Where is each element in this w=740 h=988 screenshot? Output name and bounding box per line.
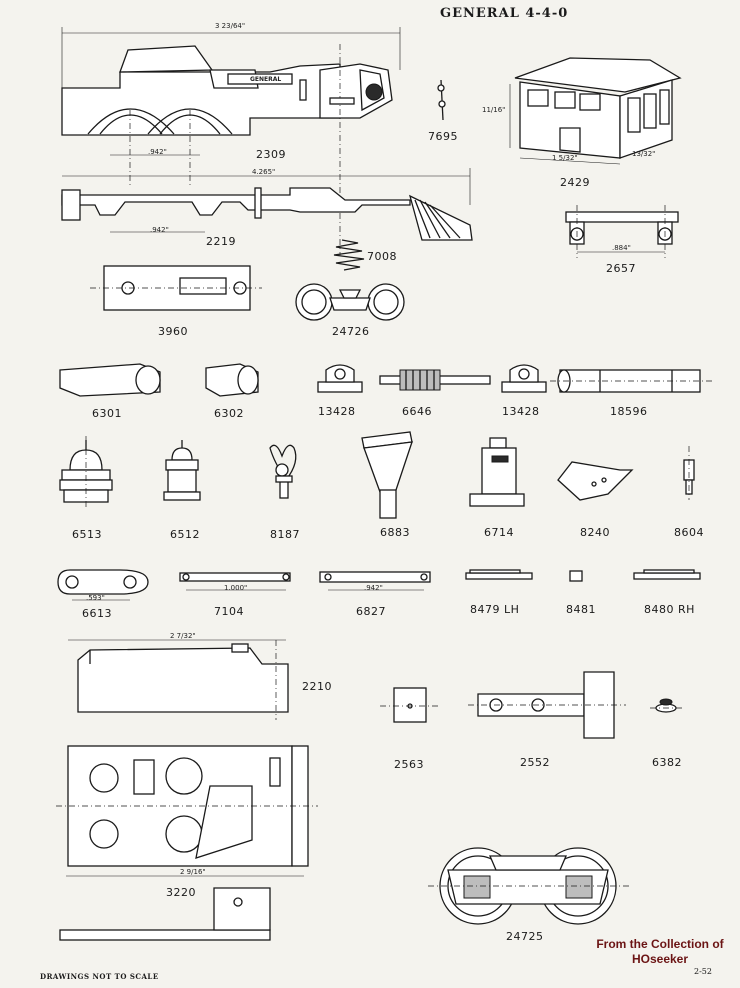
part-6646-worm	[379, 369, 491, 391]
scale-note: DRAWINGS NOT TO SCALE	[40, 972, 159, 981]
part-18596-tube	[550, 369, 712, 393]
sheet-title: GENERAL 4-4-0	[440, 6, 569, 21]
part-8479-slide	[465, 569, 533, 580]
part-7104-rod	[179, 572, 291, 591]
part-8240-bracket	[557, 461, 634, 501]
part-8480-slide	[633, 569, 701, 580]
part-6714-cylinder	[469, 437, 525, 507]
label-6714: 6714	[484, 526, 514, 539]
part-8187-headlamp-bracket	[269, 444, 297, 499]
part-6382-nut	[650, 698, 684, 713]
dim-2657: .884"	[612, 244, 631, 252]
part-6512-dome	[163, 440, 201, 501]
label-6827: 6827	[356, 605, 386, 618]
label-7104: 7104	[214, 605, 244, 618]
part-7695-pin	[437, 79, 446, 121]
label-8187: 8187	[270, 528, 300, 541]
part-2429-cab	[509, 57, 682, 165]
dim-2309-wheelbase: .942"	[148, 148, 167, 156]
part-6301-shoe	[59, 363, 161, 397]
cab-nameplate: GENERAL	[250, 76, 282, 83]
part-8481-clip	[569, 570, 583, 582]
label-6646: 6646	[402, 405, 432, 418]
part-2563-block	[380, 687, 440, 723]
part-7008-spring	[333, 239, 365, 271]
dim-2429-height: 11/16"	[482, 106, 506, 114]
part-2210-weight	[68, 639, 289, 720]
label-3960: 3960	[158, 325, 188, 338]
label-6613: 6613	[82, 607, 112, 620]
dim-2210: 2 7/32"	[170, 632, 196, 640]
dim-3220: 2 9/16"	[180, 868, 206, 876]
part-6513-dome	[59, 436, 113, 510]
dim-2219-wheelbase: .942"	[150, 226, 169, 234]
label-8240: 8240	[580, 526, 610, 539]
part-6827-rod	[319, 571, 431, 591]
part-3960-plate	[90, 265, 262, 311]
label-8604: 8604	[674, 526, 704, 539]
label-2210: 2210	[302, 680, 332, 693]
label-3220: 3220	[166, 886, 196, 899]
part-24725-truck	[428, 847, 630, 925]
part-8604-fitting	[683, 446, 695, 500]
credit-line-1: From the Collection of	[596, 937, 724, 951]
part-6883-stack	[361, 431, 413, 519]
label-13428-right: 13428	[502, 405, 540, 418]
label-8479-lh: 8479 LH	[470, 603, 520, 616]
label-8480-rh: 8480 RH	[644, 603, 695, 616]
label-6883: 6883	[380, 526, 410, 539]
label-18596: 18596	[610, 405, 648, 418]
part-2309-boiler-frame	[61, 27, 401, 255]
page-number: 2-52	[694, 967, 712, 976]
part-2657-truck-frame	[565, 205, 679, 258]
label-2309: 2309	[256, 148, 286, 161]
part-3220-chassis	[56, 745, 318, 941]
label-7008: 7008	[367, 250, 397, 263]
part-2552-key	[468, 671, 626, 739]
label-2552: 2552	[520, 756, 550, 769]
dim-7104: 1.000"	[224, 584, 248, 592]
label-6382: 6382	[652, 756, 682, 769]
label-2657: 2657	[606, 262, 636, 275]
dim-2309-length: 3 23/64"	[215, 22, 246, 30]
part-2219-frame	[61, 168, 473, 241]
label-24725: 24725	[506, 930, 544, 943]
label-6302: 6302	[214, 407, 244, 420]
label-7695: 7695	[428, 130, 458, 143]
part-13428-bearing-right	[501, 364, 547, 393]
credit-line-2: HOseeker	[631, 952, 689, 966]
label-2563: 2563	[394, 758, 424, 771]
dim-6827: .942"	[364, 584, 383, 592]
part-24726-wheelset	[295, 283, 405, 321]
label-13428-left: 13428	[318, 405, 356, 418]
part-6302-shoe	[205, 363, 259, 397]
dim-2429-depth: 13/32"	[632, 150, 656, 158]
dim-6613: .593"	[86, 594, 105, 602]
label-24726: 24726	[332, 325, 370, 338]
label-2219: 2219	[206, 235, 236, 248]
part-6613-link	[57, 569, 149, 601]
part-13428-bearing-left	[317, 364, 363, 393]
label-6301: 6301	[92, 407, 122, 420]
label-6512: 6512	[170, 528, 200, 541]
label-6513: 6513	[72, 528, 102, 541]
dim-2429-width: 1 5/32"	[552, 154, 578, 162]
collection-credit: From the Collection of HOseeker	[588, 937, 732, 967]
dim-2219-length: 4.265"	[252, 168, 276, 176]
label-8481: 8481	[566, 603, 596, 616]
label-2429: 2429	[560, 176, 590, 189]
